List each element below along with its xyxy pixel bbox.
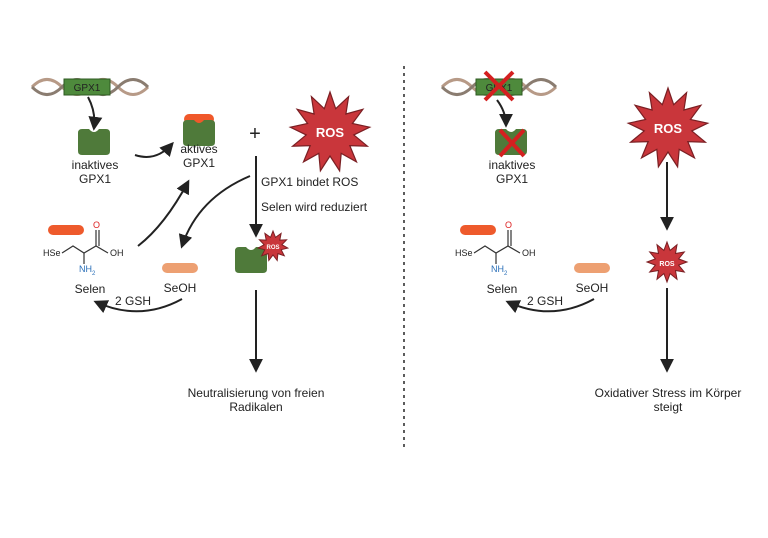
ros-small-right-label: ROS <box>659 261 675 268</box>
ros-star <box>288 90 372 173</box>
inactive-label-2: GPX1 <box>79 172 111 186</box>
inactive-gpx1-right: inaktives GPX1 <box>489 128 536 186</box>
active-label-2: GPX1 <box>183 156 215 170</box>
left-gene: GPX1 <box>30 78 150 96</box>
arrow-gsh-left <box>93 298 183 314</box>
selen-bar <box>48 225 84 235</box>
seoh-bar-right <box>574 263 610 273</box>
selen-molecule-left: HSe O OH NH 2 Selen <box>43 220 124 296</box>
result-right-2: steigt <box>654 400 683 414</box>
ros-star-small <box>256 229 290 262</box>
seoh-left: SeOH <box>162 263 198 295</box>
ros-large-left: ROS <box>288 90 372 173</box>
ros-star-right <box>626 86 710 169</box>
protein-inactive <box>78 129 110 155</box>
gsh-label-left: 2 GSH <box>115 294 151 308</box>
active-gpx1: aktives GPX1 <box>180 114 218 170</box>
inactive-right-label-1: inaktives <box>489 158 536 172</box>
step-binds-ros: GPX1 bindet ROS <box>261 175 358 189</box>
cross-gene-icon <box>483 70 515 102</box>
mol-backbone <box>61 245 109 254</box>
mol-o: O <box>93 220 100 230</box>
gene-box <box>63 78 111 96</box>
plus-sign: + <box>249 123 261 145</box>
selen-label: Selen <box>75 282 106 296</box>
selen-bar-right <box>460 225 496 235</box>
cross-protein-icon <box>498 128 526 158</box>
result-right-1: Oxidativer Stress im Körper <box>595 386 742 400</box>
result-left-1: Neutralisierung von freien <box>188 386 325 400</box>
active-label-1: aktives <box>180 142 217 156</box>
inactive-label-1: inaktives <box>72 158 119 172</box>
gsh-label-right: 2 GSH <box>527 294 563 308</box>
ros-small-right: ROS <box>645 240 689 284</box>
seoh-label: SeOH <box>164 281 197 295</box>
arrow-gsh-right <box>505 298 595 314</box>
ros-large-right: ROS <box>626 86 710 169</box>
ros-complex-label: ROS <box>266 245 279 251</box>
gene-label: GPX1 <box>74 83 101 94</box>
inactive-gpx1: inaktives GPX1 <box>72 129 119 186</box>
ros-star-small-right <box>645 240 689 284</box>
seoh-right: SeOH <box>574 263 610 295</box>
mol-nh-sub: 2 <box>92 271 96 277</box>
inactive-right-label-2: GPX1 <box>496 172 528 186</box>
mol-backbone-right <box>473 245 521 254</box>
mol-oh: OH <box>110 248 124 258</box>
selen-molecule-right: HSe O OH NH 2 Selen <box>455 220 536 296</box>
selen-label-right: Selen <box>487 282 518 296</box>
mol-hse-right: HSe <box>455 248 473 258</box>
mol-nh-sub-right: 2 <box>504 271 508 277</box>
arrow-gene-to-inactive-right <box>496 99 513 128</box>
step-selen-reduced: Selen wird reduziert <box>261 200 368 214</box>
mol-oh-right: OH <box>522 248 536 258</box>
right-gene: GPX1 <box>440 70 558 102</box>
ros-right-label: ROS <box>654 121 683 136</box>
mol-nh-right: NH <box>491 264 504 274</box>
seoh-label-right: SeOH <box>576 281 609 295</box>
mol-o-right: O <box>505 220 512 230</box>
gpx1-ros-complex: ROS <box>235 229 290 273</box>
arrow-gene-to-inactive <box>87 96 103 131</box>
ros-label: ROS <box>316 125 345 140</box>
arrow-to-seoh <box>178 175 251 249</box>
mol-hse: HSe <box>43 248 61 258</box>
seoh-bar <box>162 263 198 273</box>
protein-complex <box>235 247 267 273</box>
mol-nh: NH <box>79 264 92 274</box>
arrow-selen-to-active <box>137 179 190 247</box>
arrow-inactive-to-active <box>134 141 174 158</box>
result-left-2: Radikalen <box>229 400 282 414</box>
